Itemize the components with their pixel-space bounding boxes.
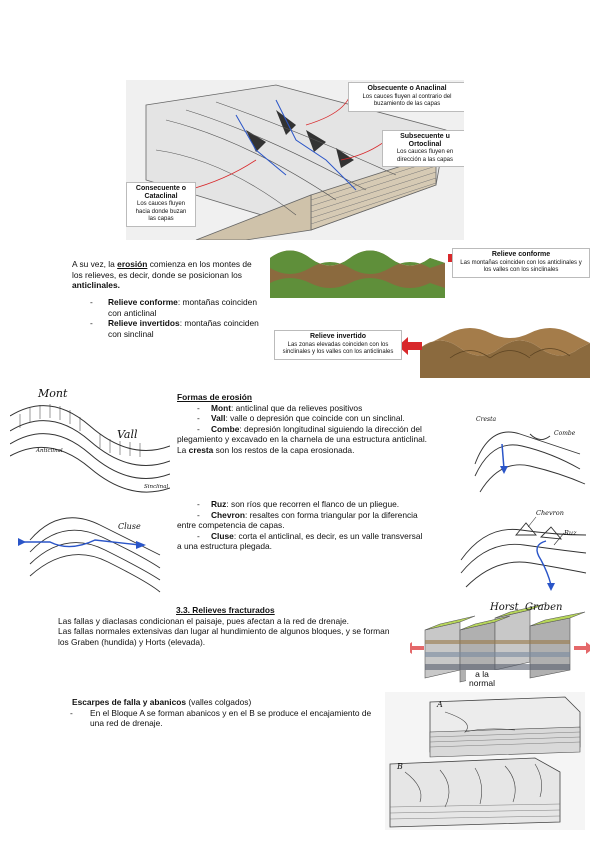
label-consecuente: Consecuente o Cataclinal Los cauces fluy… — [126, 182, 196, 227]
term-combe-def: : depresión longitudinal siguiendo la di… — [177, 423, 428, 445]
term-mont-def: : anticlinal que da relieves positivos — [231, 402, 363, 413]
mont-vall-illustration — [10, 404, 170, 493]
cresta-pre: La — [177, 444, 189, 455]
mont-vall-sketch: Mont Vall Anticlinal Sinclinal — [10, 386, 170, 496]
list-item: -Combe: depresión longitudinal siguiendo… — [177, 423, 428, 445]
escarpes-section: Escarpes de falla y abanicos (valles col… — [70, 697, 382, 729]
fracturados-heading: 3.3. Relieves fracturados — [176, 605, 275, 615]
list-item: -Chevron: resaltes con forma triangular … — [177, 509, 418, 531]
fracturados-paragraph-2: Las fallas normales extensivas dan lugar… — [58, 626, 390, 647]
label-ruz: Ruz — [564, 529, 577, 537]
horst-graben-illustration — [410, 603, 590, 683]
label-block-a: A — [437, 700, 443, 709]
list-bullet: - — [90, 318, 93, 329]
list-item: -Ruz: son ríos que recorren el flanco de… — [197, 499, 400, 509]
cresta-combe-illustration — [474, 431, 586, 493]
section-heading: 3.3. Relieves fracturados — [58, 605, 394, 616]
list-item: - En el Bloque A se forman abanicos y en … — [52, 708, 382, 729]
label-relieve-conforme: Relieve conforme Las montañas coinciden … — [452, 248, 590, 278]
intro-text-1: A su vez, la — [72, 259, 118, 269]
conforme-title: Relieve conforme — [491, 251, 551, 258]
label-block-b: B — [397, 762, 403, 771]
label-chevron: Chevron — [536, 509, 564, 517]
label-sinclinal: Sinclinal — [144, 484, 169, 490]
term-ruz: Ruz — [211, 499, 227, 509]
erosion-forms-section-2: -Ruz: son ríos que recorren el flanco de… — [177, 499, 423, 552]
consecuente-title: Consecuente o Cataclinal — [135, 185, 187, 200]
label-relieve-invertido: Relieve invertido Las zonas elevadas coi… — [274, 330, 402, 360]
fracturados-paragraph-1: Las fallas y diaclasas condicionan el pa… — [58, 615, 349, 626]
term-chevron-def: : resaltes con forma triangular por la d… — [177, 509, 418, 531]
list-item: - Relieve conforme: montañas coinciden co… — [90, 297, 262, 318]
term-cluse: Cluse — [211, 530, 234, 541]
intro-key-anticlinales: anticlinales. — [72, 280, 120, 291]
term-mont: Mont — [211, 402, 231, 413]
term-ruz-def: : son ríos que recorren el flanco de un … — [226, 499, 400, 509]
list-item: -Cluse: corta el anticlinal, es decir, e… — [177, 530, 423, 552]
cluse-sketch: Cluse — [10, 500, 170, 596]
list-item: -Vall: valle o depresión que coincide co… — [197, 413, 405, 424]
list-item-text: : montañas coinciden con sinclinal — [108, 318, 259, 339]
label-combe: Combe — [554, 430, 576, 437]
subsecuente-title: Subsecuente u Ortoclinal — [400, 133, 450, 148]
list-item: -Mont: anticlinal que da relieves positi… — [197, 402, 363, 413]
label-obsecuente: Obsecuente o Anaclinal Los cauces fluyen… — [348, 82, 464, 112]
erosion-forms-section: Formas de erosión -Mont: anticlinal que … — [177, 392, 451, 456]
label-mont: Mont — [38, 387, 68, 400]
term-combe: Combe — [211, 423, 240, 434]
list-bullet: - — [70, 707, 73, 718]
drainage-block-diagram: Obsecuente o Anaclinal Los cauces fluyen… — [126, 80, 464, 240]
chevron-ruz-sketch: Chevron Ruz — [456, 505, 590, 597]
erosion-heading: Formas de erosión — [177, 392, 252, 402]
label-graben: Graben — [525, 602, 563, 613]
label-subsecuente: Subsecuente u Ortoclinal Los cauces fluy… — [382, 130, 464, 167]
escarpes-heading: Escarpes de falla y abanicos — [72, 697, 187, 707]
cresta-line: La cresta son los restos de la capa eros… — [177, 445, 451, 456]
invertido-desc: Las zonas elevadas coinciden con los sin… — [282, 341, 394, 356]
invertido-title: Relieve invertido — [309, 333, 367, 340]
list-item-text: : montañas coinciden con anticlinal — [108, 297, 257, 318]
label-falla-normal: a la normal — [466, 670, 498, 688]
intro-list: -Relieve conforme: montañas coinciden co… — [90, 297, 262, 339]
list-item-key: Relieve invertidos — [108, 318, 180, 329]
intro-key-erosion: erosión — [117, 259, 148, 269]
fault-scarp-diagram: A B — [385, 692, 585, 830]
label-anticlinal: Anticlinal — [36, 448, 63, 454]
label-cluse: Cluse — [118, 522, 141, 531]
term-cluse-def: : corta el anticlinal, es decir, es un v… — [177, 530, 423, 552]
term-vall: Vall — [211, 413, 226, 424]
label-horst: Horst — [490, 602, 519, 613]
fracturados-section: 3.3. Relieves fracturados Las fallas y d… — [58, 605, 394, 647]
list-bullet: - — [90, 297, 93, 307]
conforme-desc: Las montañas coinciden con los anticlina… — [460, 259, 582, 274]
obsecuente-desc: Los cauces fluyen al contrario del buzam… — [362, 93, 452, 108]
term-cresta: cresta — [188, 444, 214, 455]
fault-scarp-illustration — [385, 692, 585, 830]
list-item-key: Relieve conforme — [108, 297, 178, 307]
intro-text-2: comienza en los montes de los relieves, … — [72, 259, 252, 280]
cluse-illustration — [18, 517, 161, 593]
section-heading: Formas de erosión — [177, 392, 451, 403]
subsecuente-desc: Los cauces fluyen en dirección a las cap… — [396, 149, 454, 163]
label-cresta: Cresta — [476, 416, 497, 423]
section-heading: Escarpes de falla y abanicos (valles col… — [72, 697, 382, 708]
escarpes-item-text: En el Bloque A se forman abanicos y en e… — [90, 707, 372, 729]
cresta-combe-sketch: Cresta Combe — [470, 414, 588, 496]
horst-graben-diagram: Horst Graben a la normal — [410, 600, 590, 690]
cresta-post: son los restos de la capa erosionada. — [213, 444, 355, 455]
escarpes-heading-post: (valles colgados) — [186, 697, 252, 707]
term-vall-def: : valle o depresión que coincide con un … — [225, 413, 405, 424]
consecuente-desc: Los cauces fluyen hacia donde buzan las … — [135, 201, 187, 222]
term-chevron: Chevron — [211, 509, 245, 520]
chevron-ruz-illustration — [460, 516, 587, 591]
intro-paragraph: A su vez, la erosión comienza en los mon… — [72, 259, 262, 291]
relief-types-diagram: Relieve conforme Las montañas coinciden … — [270, 238, 590, 378]
label-vall: Vall — [117, 428, 138, 441]
relief-types-illustration — [270, 249, 590, 378]
obsecuente-title: Obsecuente o Anaclinal — [367, 85, 447, 92]
list-item: - Relieve invertidos: montañas coinciden … — [90, 318, 262, 339]
